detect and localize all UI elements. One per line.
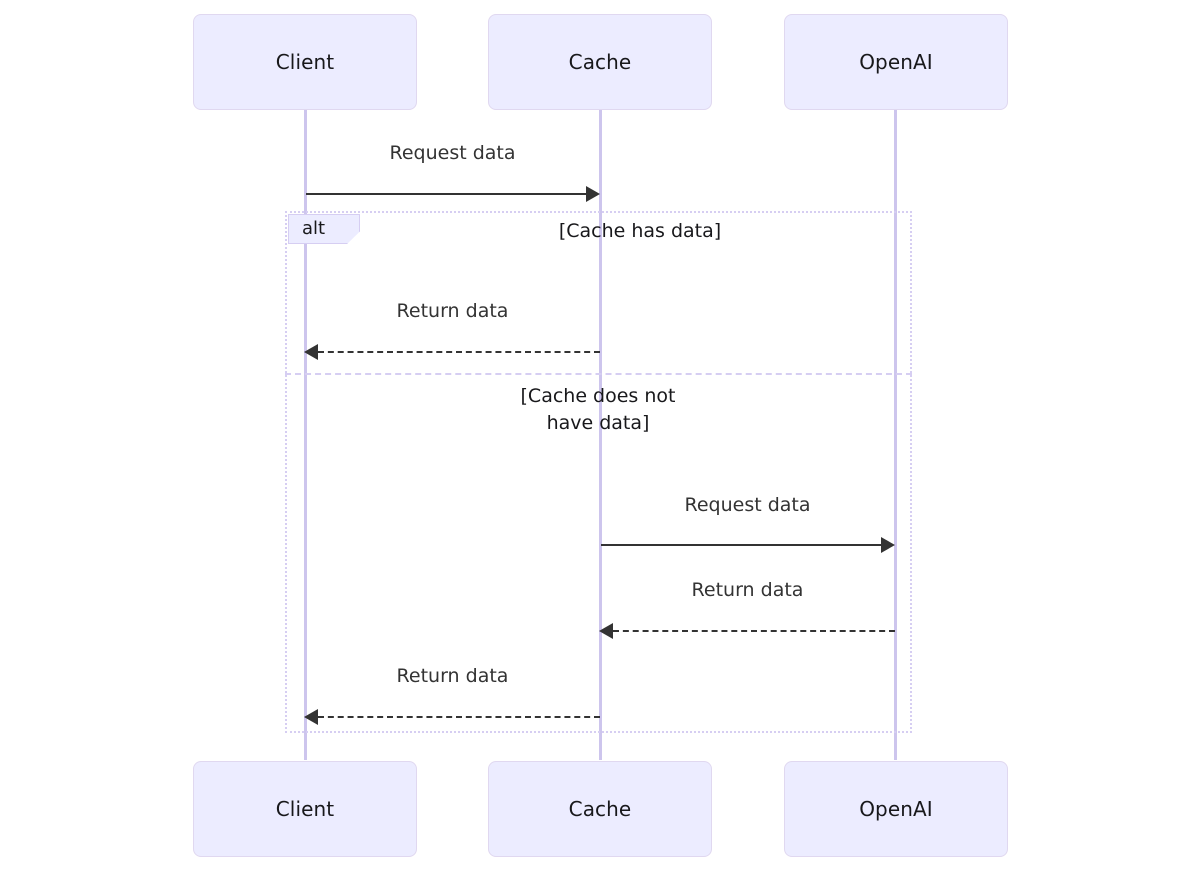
message-line-5 [318, 716, 600, 718]
alt-condition-1: [Cache has data] [558, 220, 722, 242]
message-arrowhead-left-icon-4 [599, 623, 613, 639]
participant-box-cache-top[interactable]: Cache [488, 14, 712, 110]
participant-box-client-bottom[interactable]: Client [193, 761, 417, 857]
lifeline-cache [599, 110, 602, 760]
message-arrowhead-right-icon-1 [586, 186, 600, 202]
participant-box-client-top[interactable]: Client [193, 14, 417, 110]
participant-label-client-bottom: Client [275, 797, 335, 821]
message-label-3: Request data [684, 494, 811, 516]
alt-fragment-tag: alt [288, 214, 360, 244]
lifeline-client [304, 110, 307, 760]
participant-box-cache-bottom[interactable]: Cache [488, 761, 712, 857]
message-line-3 [601, 544, 884, 546]
message-label-4: Return data [691, 579, 804, 601]
participant-label-cache-top: Cache [568, 50, 632, 74]
participant-box-openai-top[interactable]: OpenAI [784, 14, 1008, 110]
alt-fragment-tag-label: alt [302, 218, 326, 239]
lifeline-openai [894, 110, 897, 760]
alt-fragment-box [285, 211, 912, 733]
message-label-5: Return data [396, 665, 509, 687]
message-line-2 [318, 351, 600, 353]
participant-label-openai-bottom: OpenAI [859, 797, 933, 821]
participant-label-openai-top: OpenAI [859, 50, 933, 74]
message-arrowhead-left-icon-2 [304, 344, 318, 360]
alt-fragment-divider [285, 373, 912, 375]
alt-condition-2: [Cache does not have data] [520, 385, 676, 434]
participant-label-cache-bottom: Cache [568, 797, 632, 821]
participant-box-openai-bottom[interactable]: OpenAI [784, 761, 1008, 857]
message-line-1 [306, 193, 589, 195]
message-arrowhead-right-icon-3 [881, 537, 895, 553]
message-arrowhead-left-icon-5 [304, 709, 318, 725]
message-line-4 [613, 630, 895, 632]
message-label-2: Return data [396, 300, 509, 322]
participant-label-client-top: Client [275, 50, 335, 74]
message-label-1: Request data [389, 142, 516, 164]
